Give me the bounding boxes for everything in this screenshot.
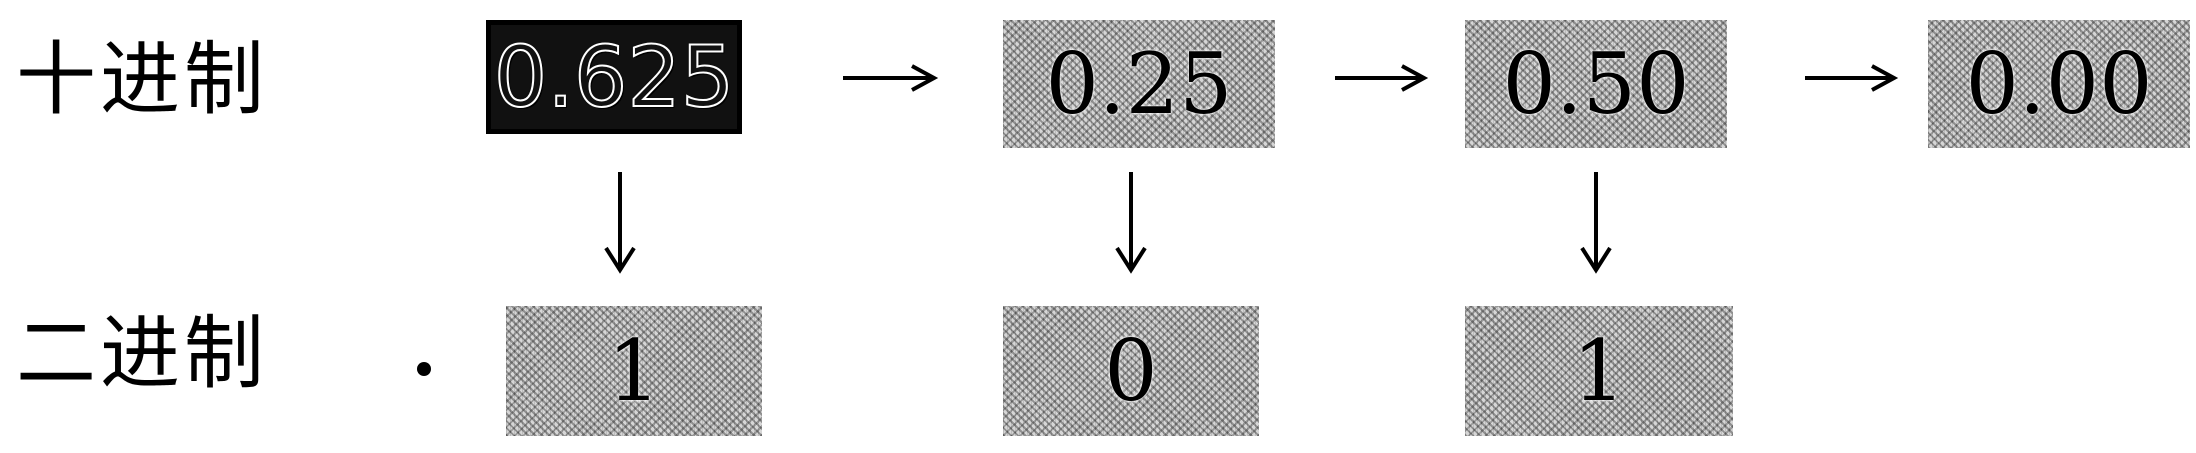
binary-digit-1: 1 (607, 322, 661, 420)
decimal-row-label: 十进制 (16, 33, 268, 126)
down-arrow-1 (604, 172, 636, 274)
binary-digit-box-1: 1 (506, 306, 762, 436)
decimal-value-box-4: 0.00 (1928, 20, 2190, 148)
binary-digit-3: 1 (1572, 322, 1626, 420)
right-arrow-3 (1805, 64, 1899, 92)
decimal-value-1: 0.625 (493, 28, 735, 126)
binary-digit-2: 0 (1104, 322, 1158, 420)
decimal-value-box-3: 0.50 (1465, 20, 1727, 148)
decimal-value-3: 0.50 (1502, 35, 1690, 133)
decimal-value-box-1: 0.625 (486, 20, 742, 134)
decimal-value-box-2: 0.25 (1003, 20, 1275, 148)
binary-digit-box-3: 1 (1465, 306, 1733, 436)
decimal-value-2: 0.25 (1045, 35, 1233, 133)
binary-row-label: 二进制 (16, 307, 268, 400)
decimal-value-4: 0.00 (1965, 35, 2153, 133)
right-arrow-1 (843, 64, 939, 92)
binary-point-dot (417, 362, 431, 376)
binary-digit-box-2: 0 (1003, 306, 1259, 436)
right-arrow-2 (1335, 64, 1429, 92)
down-arrow-2 (1115, 172, 1147, 274)
down-arrow-3 (1580, 172, 1612, 274)
